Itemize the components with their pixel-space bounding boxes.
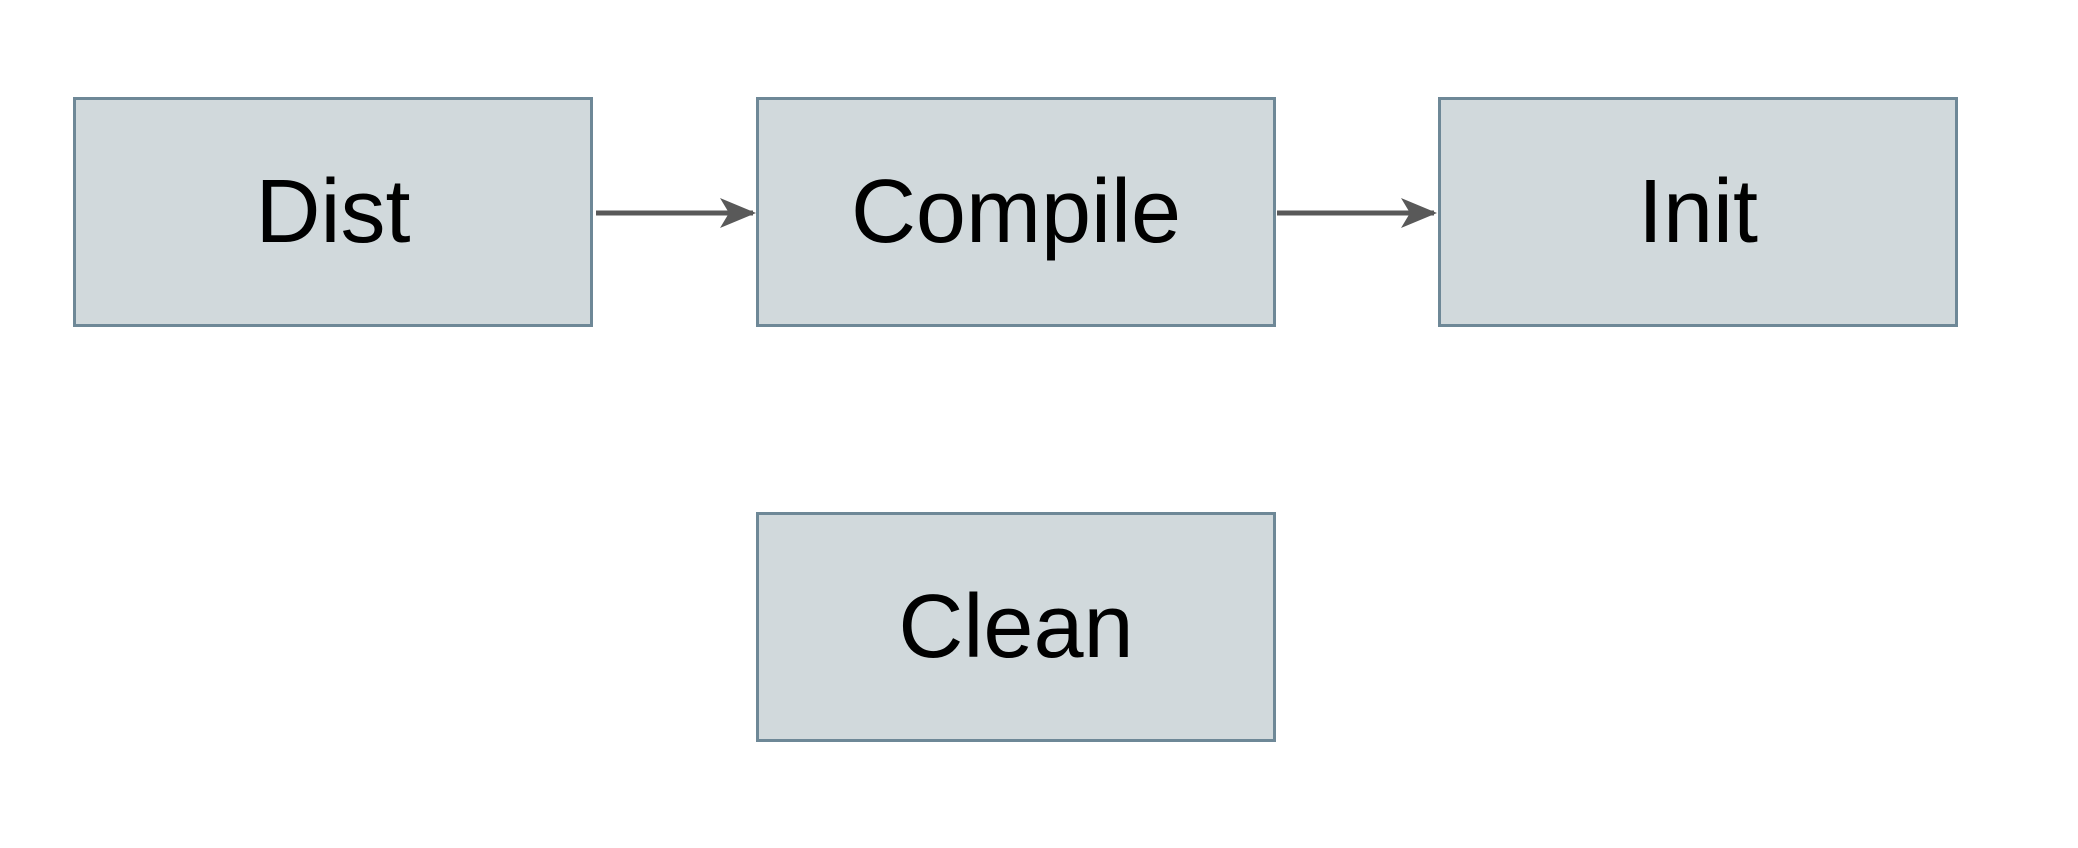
node-init: Init [1438,97,1958,327]
node-dist: Dist [73,97,593,327]
node-compile: Compile [756,97,1276,327]
node-label-init: Init [1637,162,1759,262]
node-label-dist: Dist [255,162,411,262]
node-clean: Clean [756,512,1276,742]
node-label-compile: Compile [850,162,1182,262]
node-label-clean: Clean [898,577,1134,677]
